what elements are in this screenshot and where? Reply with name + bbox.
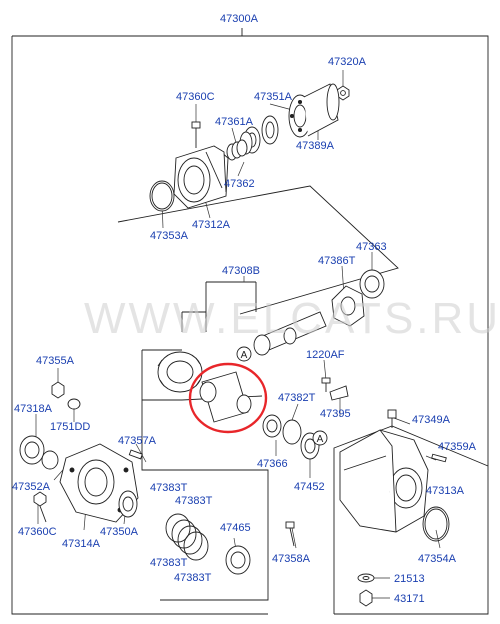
- ring-gear-icon[interactable]: [157, 351, 203, 393]
- label-47360c[interactable]: 47360C: [176, 91, 215, 103]
- label-47363[interactable]: 47363: [356, 241, 387, 253]
- label-47355a[interactable]: 47355A: [36, 355, 74, 367]
- label-47465[interactable]: 47465: [220, 522, 251, 534]
- label-47351a[interactable]: 47351A: [254, 91, 292, 103]
- label-47357a[interactable]: 47357A: [118, 435, 156, 447]
- highlight-circle: [188, 362, 268, 434]
- label-47360c-lower[interactable]: 47360C: [18, 526, 57, 538]
- label-47308b[interactable]: 47308B: [222, 265, 260, 277]
- label-47353a[interactable]: 47353A: [150, 230, 188, 242]
- label-47318a[interactable]: 47318A: [14, 403, 52, 415]
- shims-47383t-icon[interactable]: [165, 513, 209, 561]
- seal-47350a-icon[interactable]: [118, 490, 138, 518]
- section-marker-text: A: [241, 350, 248, 361]
- extension-housing-47312a-icon[interactable]: [173, 145, 229, 209]
- assembly-frame: [11, 28, 489, 615]
- label-47320a[interactable]: 47320A: [328, 56, 366, 68]
- o-ring-47354a-icon[interactable]: [422, 506, 450, 542]
- bearing-47366-icon[interactable]: [262, 414, 282, 438]
- oil-seal-47363-icon[interactable]: [359, 269, 385, 299]
- label-47383t-3[interactable]: 47383T: [150, 557, 188, 569]
- label-47382t[interactable]: 47382T: [278, 392, 316, 404]
- label-1751dd[interactable]: 1751DD: [50, 421, 91, 433]
- breather-47349a-icon[interactable]: [387, 409, 397, 428]
- label-47300a[interactable]: 47300A: [220, 13, 258, 25]
- label-47352a[interactable]: 47352A: [12, 481, 50, 493]
- label-47452[interactable]: 47452: [294, 481, 325, 493]
- label-47362[interactable]: 47362: [224, 178, 255, 190]
- label-43171[interactable]: 43171: [394, 593, 425, 605]
- label-47366[interactable]: 47366: [257, 458, 288, 470]
- seal-47465-icon[interactable]: [225, 545, 251, 575]
- spacer-47362-icon[interactable]: [226, 139, 248, 161]
- label-47386t[interactable]: 47386T: [318, 255, 356, 267]
- transfer-case-housing-47313a-icon[interactable]: [339, 429, 429, 533]
- label-47383t-4[interactable]: 47383T: [174, 572, 212, 584]
- oil-seal-47351a-icon[interactable]: [261, 115, 279, 145]
- bolt-47360c-lower-icon[interactable]: [33, 491, 47, 523]
- label-21513[interactable]: 21513: [394, 573, 425, 585]
- retainer-47386t-icon[interactable]: [331, 285, 365, 327]
- label-47313a[interactable]: 47313A: [426, 485, 464, 497]
- label-47350a[interactable]: 47350A: [100, 526, 138, 538]
- section-marker-a-upper: A: [236, 346, 252, 362]
- flange-yoke-47389a-icon[interactable]: [288, 83, 340, 138]
- label-47361a[interactable]: 47361A: [215, 116, 253, 128]
- drive-pinion-icon[interactable]: [253, 311, 327, 356]
- label-47354a[interactable]: 47354A: [418, 553, 456, 565]
- bracket-47308b: [181, 281, 257, 332]
- washer-21513-icon[interactable]: [357, 573, 375, 583]
- label-47358a[interactable]: 47358A: [272, 553, 310, 565]
- oil-seal-47318a-icon[interactable]: [19, 435, 45, 465]
- label-47349a[interactable]: 47349A: [412, 414, 450, 426]
- plug-1751dd-icon[interactable]: [67, 398, 81, 410]
- section-marker-a-lower: A: [312, 430, 328, 446]
- case-cover-47314a-icon[interactable]: [59, 443, 139, 523]
- label-47314a[interactable]: 47314A: [62, 538, 100, 550]
- upper-subassembly-frame: [117, 185, 399, 315]
- label-47383t-2[interactable]: 47383T: [175, 495, 213, 507]
- label-47383t-1[interactable]: 47383T: [150, 482, 188, 494]
- bolt-47358a-icon[interactable]: [285, 521, 295, 547]
- shaft-highlighted-icon[interactable]: [199, 371, 252, 423]
- label-47312a[interactable]: 47312A: [192, 219, 230, 231]
- label-47389a[interactable]: 47389A: [296, 140, 334, 152]
- section-marker-text: A: [317, 434, 324, 445]
- pin-47359a-icon[interactable]: [431, 453, 447, 463]
- label-47359a[interactable]: 47359A: [438, 441, 476, 453]
- drain-plug-43171-icon[interactable]: [359, 589, 373, 607]
- nut-47320a-icon[interactable]: [336, 85, 350, 101]
- label-47395[interactable]: 47395: [320, 408, 351, 420]
- ring-47382t-icon[interactable]: [282, 419, 302, 445]
- pin-47357a-icon[interactable]: [128, 449, 143, 460]
- bolt-47360c-icon[interactable]: [191, 121, 201, 148]
- o-ring-47353a-icon[interactable]: [149, 180, 175, 212]
- plug-47355a-icon[interactable]: [51, 381, 65, 399]
- label-1220af[interactable]: 1220AF: [306, 349, 345, 361]
- ring-47352a-icon[interactable]: [41, 450, 59, 470]
- housing-frame: [333, 425, 489, 614]
- bolt-1220af-icon[interactable]: [321, 377, 349, 401]
